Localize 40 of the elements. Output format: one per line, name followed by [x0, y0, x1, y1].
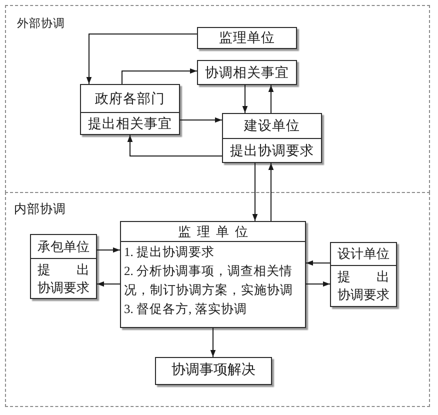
arrow	[96, 247, 120, 253]
list-item-text: 3. 督促各方, 落实协调	[124, 301, 247, 318]
arrow	[268, 162, 274, 222]
process-box	[120, 221, 306, 328]
arrow	[122, 68, 198, 84]
label-text: 监理单位	[219, 30, 275, 46]
list-item-text: 1. 提出协调要求	[124, 244, 214, 261]
arrow	[242, 84, 248, 114]
description-text: 提 出协调要求	[36, 260, 90, 296]
process-box	[222, 113, 322, 163]
label-text: 协调事项解决	[172, 363, 256, 379]
dashed-region	[5, 5, 430, 193]
process-box	[155, 357, 272, 385]
description-text: 提 出协调要求	[336, 268, 390, 304]
title-text: 承包单位	[38, 238, 90, 254]
label-text: 协调相关事宜	[205, 64, 289, 80]
arrow	[210, 328, 216, 358]
title-text: 设计单位	[338, 246, 390, 262]
arrow	[127, 134, 222, 156]
region-label: 内部协调	[14, 202, 66, 216]
process-box	[197, 27, 297, 49]
title-text: 政府各部门	[95, 90, 165, 106]
process-box	[80, 84, 180, 135]
arrow	[86, 34, 198, 84]
description-text: 提出相关事宜	[88, 114, 172, 132]
description-text: 提出协调要求	[230, 142, 314, 160]
arrow	[306, 281, 330, 287]
list-item-text: 2. 分析协调事项，调查相关情况，制订协调方案，实施协调	[124, 263, 294, 299]
arrow	[180, 117, 222, 123]
process-box	[330, 242, 397, 307]
process-box	[197, 60, 297, 85]
process-box	[30, 234, 97, 299]
title-text: 监理单位	[177, 224, 254, 240]
arrow	[96, 281, 120, 287]
arrow	[306, 260, 330, 266]
region-label: 外部协调	[17, 17, 65, 31]
dashed-region	[5, 192, 430, 407]
arrow	[252, 162, 258, 222]
arrow	[268, 84, 274, 114]
title-text: 建设单位	[244, 118, 300, 134]
